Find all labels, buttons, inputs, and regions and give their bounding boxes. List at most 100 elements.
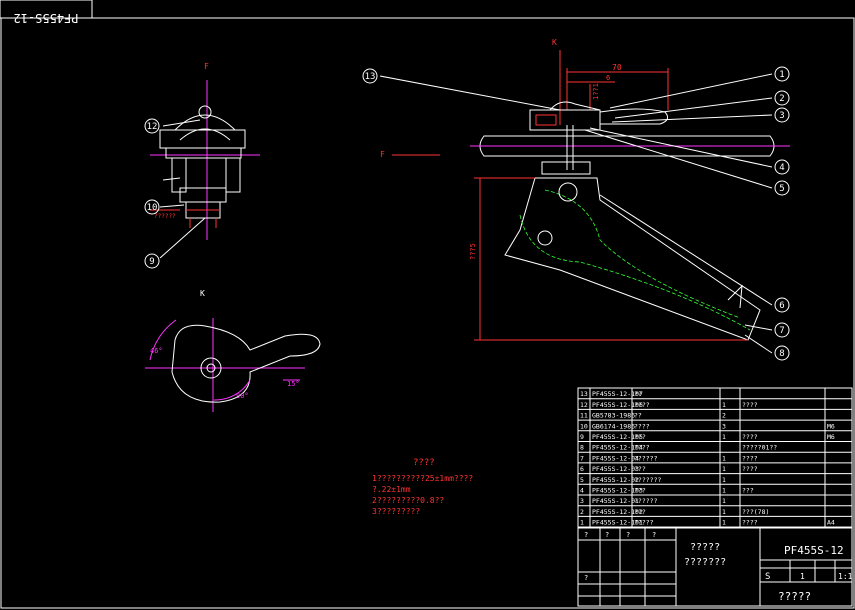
dim-70: 70 [612, 63, 622, 72]
rotated-drawing-code: PF455S-12 [13, 11, 78, 25]
svg-text:7: 7 [779, 326, 784, 336]
svg-text:12: 12 [147, 122, 158, 132]
bom-cell-no: 10 [580, 422, 588, 430]
tb-name-1: ????? [690, 542, 720, 553]
bom-cell-mat: ???(78) [742, 508, 769, 516]
title-block: ? ? ? ? ? ????? ??????? PF455S-12 S 1 1:… [577, 527, 853, 607]
tb-qty: 1 [800, 572, 805, 581]
bom-cell-note: M6 [827, 433, 835, 441]
notes-line-4: 3????????? [372, 507, 420, 516]
svg-text:1: 1 [779, 70, 784, 80]
bom-cell-qty: 1 [722, 497, 726, 505]
dim-side: ???5 [469, 243, 477, 260]
bom-cell-name: ???? [634, 444, 650, 452]
bom-cell-no: 13 [580, 390, 588, 398]
view-label-f: F [204, 62, 209, 71]
bom-cell-qty: 1 [722, 465, 726, 473]
bom-cell-name: ?? [634, 412, 642, 420]
bom-cell-no: 1 [580, 519, 584, 527]
dim-6: 6 [606, 74, 610, 82]
svg-text:3: 3 [779, 111, 784, 121]
svg-text:10: 10 [147, 203, 158, 213]
bom-cell-no: 11 [580, 412, 588, 420]
bom-cell-name: ???? [634, 422, 650, 430]
drawing-border [0, 17, 855, 609]
bom-cell-code: PF455S-12-04 [592, 454, 639, 462]
bom-cell-mat: ???? [742, 519, 758, 527]
bom-cell-no: 3 [580, 497, 584, 505]
front-view-f: F ?????? [150, 62, 260, 259]
bom-cell-name: ?????? [634, 454, 658, 462]
svg-text:5: 5 [779, 184, 784, 194]
bom-cell-qty: 1 [722, 476, 726, 484]
bom-cell-qty: 1 [722, 433, 726, 441]
bom-cell-code: PF455S-12-105 [592, 433, 643, 441]
balloon-10: 10 [144, 199, 160, 215]
bom-cell-name: ?????? [634, 497, 658, 505]
bom-cell-name: ????? [634, 519, 654, 527]
tb-s-label: S [765, 572, 770, 582]
bom-cell-mat: ???? [742, 454, 758, 462]
svg-text:13: 13 [365, 72, 376, 82]
bom-cell-name: ??????? [634, 476, 661, 484]
tb-h1: ? [584, 531, 588, 539]
bom-cell-qty: 3 [722, 422, 726, 430]
tb-h2: ? [605, 531, 609, 539]
notes-line-2: ?.22±1mm [372, 485, 411, 494]
top-view-k: K 46° 90° 15° [145, 289, 321, 412]
balloon-1: 1 [774, 66, 790, 82]
bom-cell-no: 8 [580, 444, 584, 452]
svg-text:4: 4 [779, 163, 784, 173]
bom-cell-code: PF455S-12-103 [592, 487, 643, 495]
tb-drawing-no: PF455S-12 [784, 544, 844, 557]
bom-cell-code: PF455S-12-02 [592, 476, 639, 484]
balloon-8: 8 [774, 345, 790, 361]
balloon-13: 13 [362, 68, 378, 84]
bom-cell-code: PF455S-12-104 [592, 444, 643, 452]
bom-cell-name: ??? [634, 508, 646, 516]
bom-cell-code: PF455S-12-106 [592, 401, 643, 409]
svg-text:6: 6 [779, 301, 784, 311]
bom-cell-name: ??? [634, 433, 646, 441]
main-view: K F 70 6 1??1 ???5 [379, 38, 790, 354]
bom-cell-code: PF455S-12-03 [592, 465, 639, 473]
svg-text:9: 9 [149, 257, 154, 267]
bom-cell-code: PF455S-12-101 [592, 519, 643, 527]
bom-cell-name: ??? [634, 487, 646, 495]
balloon-6: 6 [774, 297, 790, 313]
tb-h4: ? [652, 531, 656, 539]
tb-company: ????? [778, 590, 811, 603]
main-k-label: K [552, 38, 557, 47]
notes-line-3: 2?????????0.8?? [372, 496, 444, 505]
bom-cell-qty: 1 [722, 508, 726, 516]
technical-notes: ???? 1??????????25±1mm???? ?.22±1mm 2???… [372, 458, 473, 516]
bom-cell-no: 12 [580, 401, 588, 409]
bom-cell-no: 4 [580, 487, 584, 495]
angle-90: 90° [236, 392, 249, 400]
bom-cell-note: M6 [827, 422, 835, 430]
angle-46: 46° [150, 347, 163, 355]
tb-h5: ? [584, 574, 588, 582]
notes-title: ???? [413, 458, 435, 468]
bom-cell-mat: ???? [742, 401, 758, 409]
main-f-label: F [380, 150, 385, 159]
bom-cell-qty: 1 [722, 454, 726, 462]
balloon-7: 7 [774, 322, 790, 338]
balloon-2: 2 [774, 90, 790, 106]
balloon-9: 9 [144, 253, 160, 269]
note-left: ?????? [154, 213, 176, 220]
tb-name-2: ??????? [684, 557, 726, 568]
bom-cell-mat: ??? [742, 487, 754, 495]
